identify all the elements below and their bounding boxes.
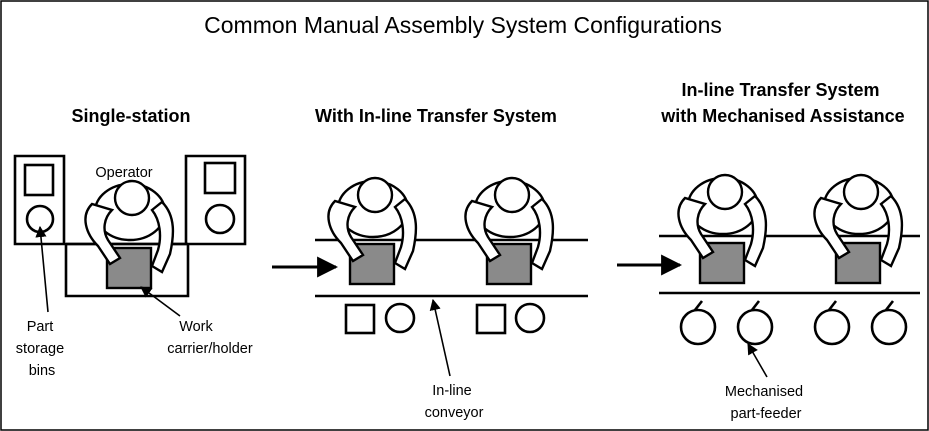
inline-conveyor-label: In-line conveyor (425, 383, 484, 421)
storage-bin-square (203, 161, 237, 195)
pointer-part-feeder (747, 343, 768, 378)
storage-bin-square (23, 163, 55, 197)
panel-mechanised-assistance: In-line Transfer System with Mechanised … (617, 80, 920, 422)
storage-bin-square (344, 303, 376, 335)
panel-single-station: Single-station Operator Part storage bin… (13, 106, 253, 379)
part-feeder (870, 299, 908, 346)
storage-bin-round (204, 203, 236, 235)
heading-mechanised-assistance: In-line Transfer System with Mechanised … (660, 80, 904, 126)
part-storage-bins-label: Part storage bins (16, 319, 68, 379)
storage-bin-round (384, 302, 416, 334)
pointer-part-bins (35, 225, 49, 313)
panel-inline-transfer: With In-line Transfer System In-line con… (272, 106, 588, 421)
part-feeder (813, 299, 851, 346)
page-title: Common Manual Assembly System Configurat… (204, 12, 722, 38)
heading-single-station: Single-station (71, 106, 190, 126)
storage-bin-round (514, 302, 546, 334)
mechanised-feeder-label: Mechanised part-feeder (725, 384, 807, 422)
operator-label: Operator (95, 165, 152, 181)
heading-inline-transfer: With In-line Transfer System (315, 106, 557, 126)
storage-bin-square (475, 303, 507, 335)
part-feeder (679, 299, 717, 346)
part-feeder (736, 299, 774, 346)
pointer-conveyor (429, 298, 451, 377)
work-carrier-label: Work carrier/holder (167, 319, 253, 357)
pointer-work-carrier (140, 286, 181, 317)
